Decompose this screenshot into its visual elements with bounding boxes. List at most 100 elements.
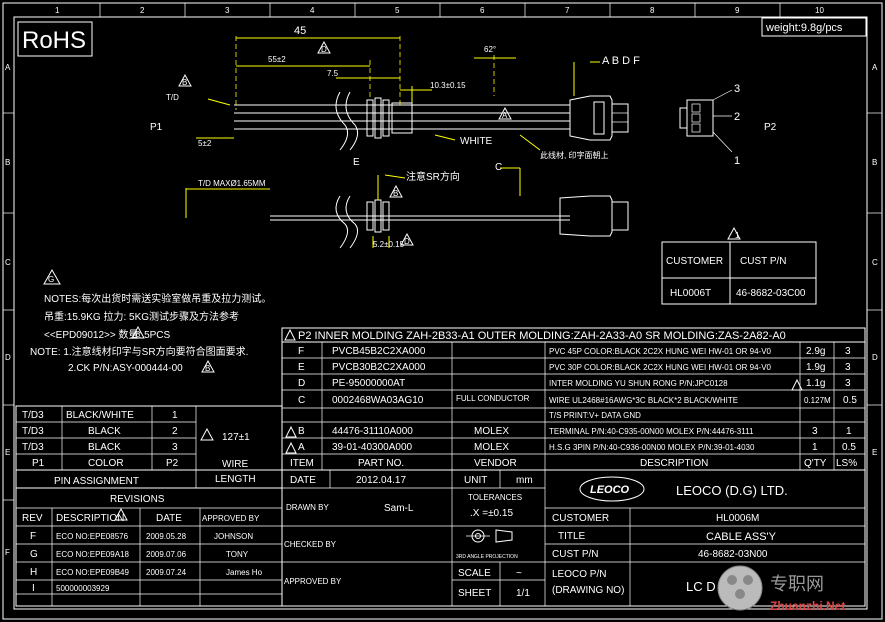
pin-cell: T/D3: [22, 426, 44, 437]
customer-label: CUSTOMER: [552, 513, 609, 524]
bom-ls: 0.5: [842, 442, 856, 453]
label-p2: P2: [764, 122, 777, 133]
pin-2: 2: [734, 111, 740, 123]
tri-b3: B: [205, 364, 210, 373]
tri-1: 1: [735, 231, 740, 240]
col-num: 8: [650, 6, 655, 15]
customer-value: HL0006M: [716, 513, 759, 524]
row-letter: E: [5, 448, 10, 457]
date-value: 2012.04.17: [356, 475, 406, 486]
row-letter: D: [872, 353, 878, 362]
date-label: DATE: [290, 475, 316, 486]
pin-cell: BLACK: [88, 426, 121, 437]
note-line: NOTE: 1.注意线材印字与SR方向要符合图面要求.: [30, 345, 248, 358]
cust-box-h2: CUST P/N: [740, 256, 787, 267]
pin-cell: T/D3: [22, 442, 44, 453]
row-letter: C: [872, 258, 878, 267]
note-line: <<EPD09012>> 数量: 5PCS: [44, 328, 171, 341]
weight-label: weight:9.8g/pcs: [765, 22, 843, 34]
wire-label: WIRE: [222, 459, 248, 470]
bom-header-vendor: VENDOR: [474, 458, 517, 469]
row-letter: E: [872, 448, 877, 457]
rev-header: DESCRIPTION: [56, 513, 124, 524]
row-letter: A: [872, 63, 878, 72]
bom-ls: 1: [846, 426, 852, 437]
bom-desc: PVC 30P COLOR:BLACK 2C2X HUNG WEI HW-01 …: [549, 363, 772, 372]
rev-cell: James Ho: [226, 568, 263, 577]
pin-table-grid: [15, 405, 283, 489]
bom-vendor: FULL CONDUCTOR: [456, 394, 530, 403]
bom-part: 39-01-40300A000: [332, 442, 413, 453]
revision-triangle: [43, 268, 61, 285]
cust-box-v1: HL0006T: [670, 288, 711, 299]
bom-table-grid: [281, 327, 866, 471]
tri-d: D: [321, 45, 327, 54]
note-line: 2.CK P/N:ASY-000444-00: [68, 363, 183, 374]
bom-ls: 0.5: [843, 395, 857, 406]
bom-ls: 3: [845, 378, 851, 389]
drawing-no-label: (DRAWING NO): [552, 585, 624, 596]
bom-header-item: ITEM: [290, 458, 314, 469]
bom-part: PE-95000000AT: [332, 378, 405, 389]
bom-title: P2 INNER MOLDING ZAH-2B33-A1 OUTER MOLDI…: [298, 330, 786, 342]
bom-desc: WIRE UL2468#16AWG*3C BLACK*2 BLACK/WHITE: [549, 396, 738, 405]
unit-label: UNIT: [464, 475, 487, 486]
scale-value: ~: [516, 568, 522, 579]
row-letter: B: [872, 158, 877, 167]
revision-triangle: [285, 441, 297, 454]
bom-qty: 1: [812, 442, 818, 453]
bom-desc: INTER MOLDING YU SHUN RONG P/N:JPC0128: [549, 379, 728, 388]
bom-part: PVCB45B2C2XA000: [332, 346, 426, 357]
inner-frame: [13, 16, 868, 610]
pin-cell: BLACK/WHITE: [66, 410, 134, 421]
bom-item: B: [298, 426, 305, 437]
bom-qty: 3: [812, 426, 818, 437]
row-letter: B: [5, 158, 10, 167]
bom-header-ls: LS%: [836, 458, 857, 469]
revision-triangle: [201, 359, 215, 373]
dim-55: 55±2: [268, 55, 286, 64]
label-note-cn: 此线材, 印字面朝上: [540, 150, 608, 160]
bom-item: C: [298, 395, 305, 406]
revision-triangle: [178, 73, 192, 87]
label-p1: P1: [150, 122, 163, 133]
revision-triangle: [400, 232, 414, 246]
bom-item: A: [298, 442, 305, 453]
pin-cell: T/D3: [22, 410, 44, 421]
revision-triangle: [285, 425, 297, 438]
pin-cell: P1: [32, 458, 45, 469]
cust-pn-value: 46-8682-03N00: [698, 549, 768, 560]
p2-end-view: [679, 89, 733, 153]
td-label: T/D: [166, 93, 179, 102]
col-num: 1: [55, 6, 60, 15]
revision-triangle: [498, 106, 512, 120]
pin-cell: 2: [172, 426, 178, 437]
title-label: TITLE: [558, 531, 586, 542]
rev-cell: G: [30, 549, 38, 560]
label-e: E: [353, 157, 360, 168]
bom-vendor: MOLEX: [474, 442, 509, 453]
rev-cell: 500000003929: [56, 584, 110, 593]
length-label: LENGTH: [215, 474, 256, 485]
rev-cell: ECO NO:EPE08576: [56, 532, 129, 541]
label-c: C: [495, 162, 502, 173]
bom-part: 44476-31110A000: [332, 426, 413, 437]
rev-cell: 2009.05.28: [146, 532, 187, 541]
pin-title: PIN ASSIGNMENT: [54, 476, 139, 487]
bom-part: PVCB30B2C2XA000: [332, 362, 426, 373]
dim-75: 7.5: [327, 69, 339, 78]
col-num: 9: [735, 6, 740, 15]
row-letter: A: [5, 63, 11, 72]
approved-by-label: APPROVED BY: [284, 577, 342, 586]
revision-triangle: [131, 325, 145, 339]
pin-3: 3: [734, 83, 740, 95]
bom-header-part: PART NO.: [358, 458, 404, 469]
cust-box-h1: CUSTOMER: [666, 256, 723, 267]
bom-qty: 0.127M: [804, 396, 831, 405]
rohs-box: [17, 21, 93, 57]
tri-d2: D: [404, 237, 410, 246]
weight-box: [761, 17, 867, 37]
top-cable-view: [196, 36, 629, 151]
pin-cell: COLOR: [88, 458, 124, 469]
